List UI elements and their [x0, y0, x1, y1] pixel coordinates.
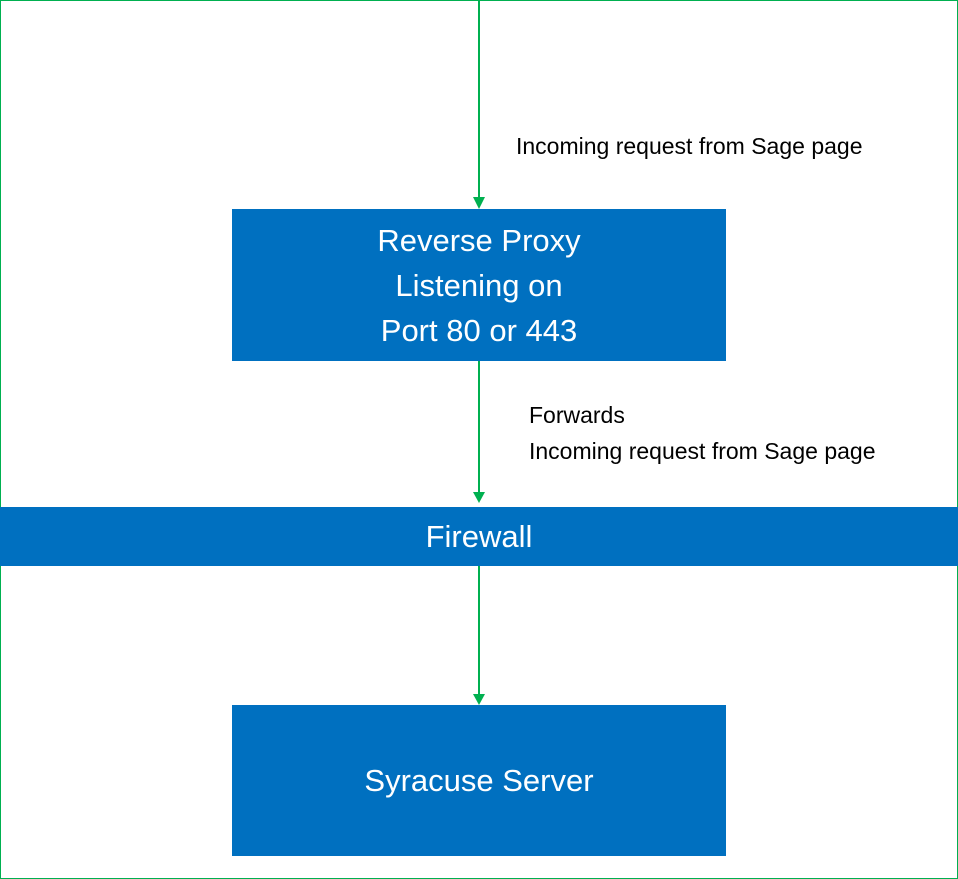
arrowhead-proxy-to-firewall [473, 492, 485, 503]
arrowhead-entry-to-proxy [473, 197, 485, 209]
syracuse-server-label: Syracuse Server [364, 763, 594, 798]
firewall-label: Firewall [425, 519, 533, 554]
edge-label-entry-to-proxy: Incoming request from Sage page [516, 128, 862, 164]
edge-label-line: Incoming request from Sage page [516, 133, 863, 159]
edge-label-line: Incoming request from Sage page [529, 438, 876, 464]
edge-label-proxy-to-firewall: Forwards Incoming request from Sage page [529, 397, 875, 469]
syracuse-server-box: Syracuse Server [232, 705, 726, 856]
arrowhead-firewall-to-server [473, 694, 485, 705]
reverse-proxy-line-3: Port 80 or 443 [380, 312, 578, 348]
reverse-proxy-line-1: Reverse Proxy [377, 222, 581, 258]
edge-label-line: Forwards [529, 402, 625, 428]
reverse-proxy-line-2: Listening on [395, 267, 563, 303]
reverse-proxy-box: Reverse Proxy Listening on Port 80 or 44… [232, 209, 726, 361]
firewall-bar: Firewall [0, 507, 958, 566]
